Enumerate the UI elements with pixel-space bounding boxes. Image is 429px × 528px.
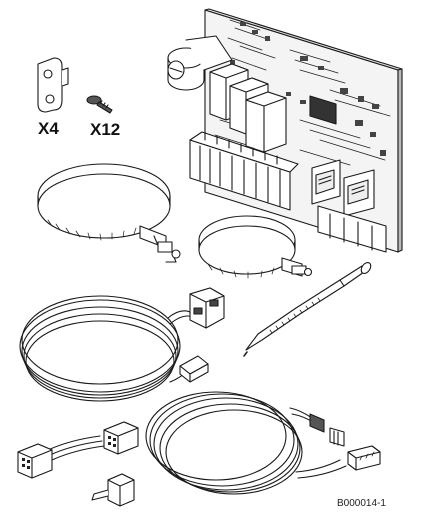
jumper-plug: [92, 474, 134, 506]
relay-icon: [246, 92, 286, 152]
bracket-quantity-label: X4: [38, 119, 59, 138]
cable-connector-top: [190, 288, 224, 328]
capacitor-icon: [168, 36, 232, 90]
harness-leads: [48, 436, 104, 460]
coiled-harness: [146, 392, 346, 494]
harness-connector-right: [348, 446, 380, 470]
circuit-board: [168, 9, 402, 252]
probe-sensor: [244, 261, 373, 356]
screw-quantity-label: X12: [90, 120, 121, 139]
figure-reference-label: B000014-1: [337, 498, 386, 509]
harness-connector-mid: [310, 414, 344, 446]
small-hose-clamp: [199, 216, 312, 278]
bracket-icon: [38, 58, 68, 112]
terminal-block-icon: [190, 132, 298, 210]
screw-icon: [87, 96, 112, 113]
harness-plug-right: [104, 422, 138, 454]
large-hose-clamp: [38, 164, 180, 262]
cable-ferrite: [180, 356, 208, 382]
coiled-cable: [20, 296, 196, 401]
rj-jack-icon: [344, 170, 374, 216]
rj-jack-icon: [312, 160, 340, 204]
harness-plug-left: [18, 444, 52, 478]
